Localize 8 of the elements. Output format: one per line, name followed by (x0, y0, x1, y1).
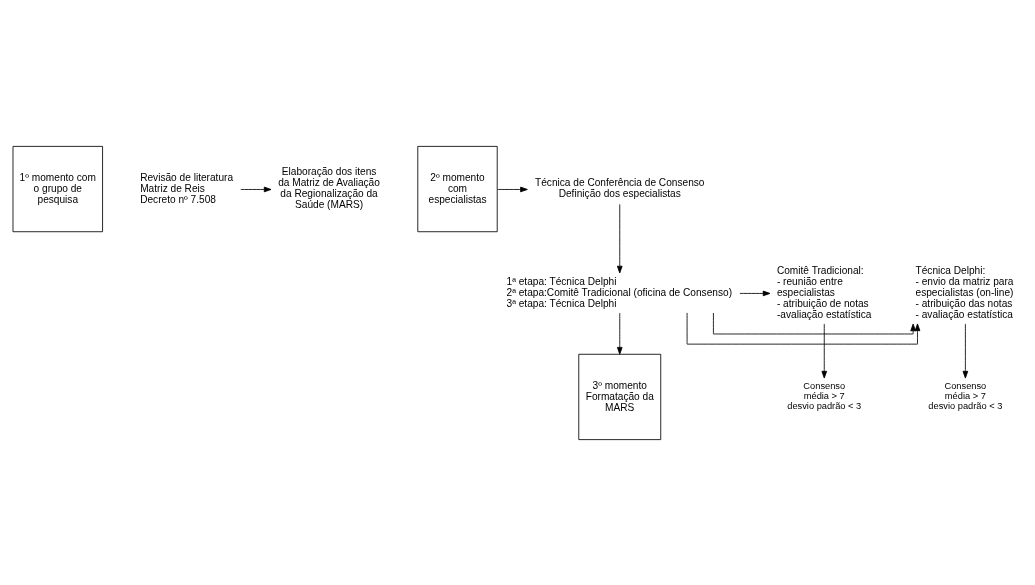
node-text: Consenso média > 7 desvio padrão < 3 (928, 380, 1003, 411)
node-text: Revisão de literatura Matriz de Reis Decreto nº 7.508 (140, 171, 234, 205)
node-text: Técnica Delphi: - envio da matriz para especialistas (on-line) - atribuição das notas - avaliação estatística (915, 264, 1014, 320)
node-text: 1ª etapa: Técnica Delphi 2ª etapa:Comitê Tradicional (oficina de Consenso) 3ª etapa: Técnica Delphi (506, 275, 733, 309)
node-text: Comitê Tradicional: - reunião entre especialistas - atribuição de notas -avaliação estatística (776, 264, 872, 320)
node-text: Consenso média > 7 desvio padrão < 3 (787, 380, 862, 411)
node-text: Elaboração dos itens da Matriz de Avaliação da Regionalização da Saúde (MARS) (278, 165, 380, 210)
node-text: Técnica de Conferência de Consenso Definição dos especialistas (535, 176, 705, 199)
